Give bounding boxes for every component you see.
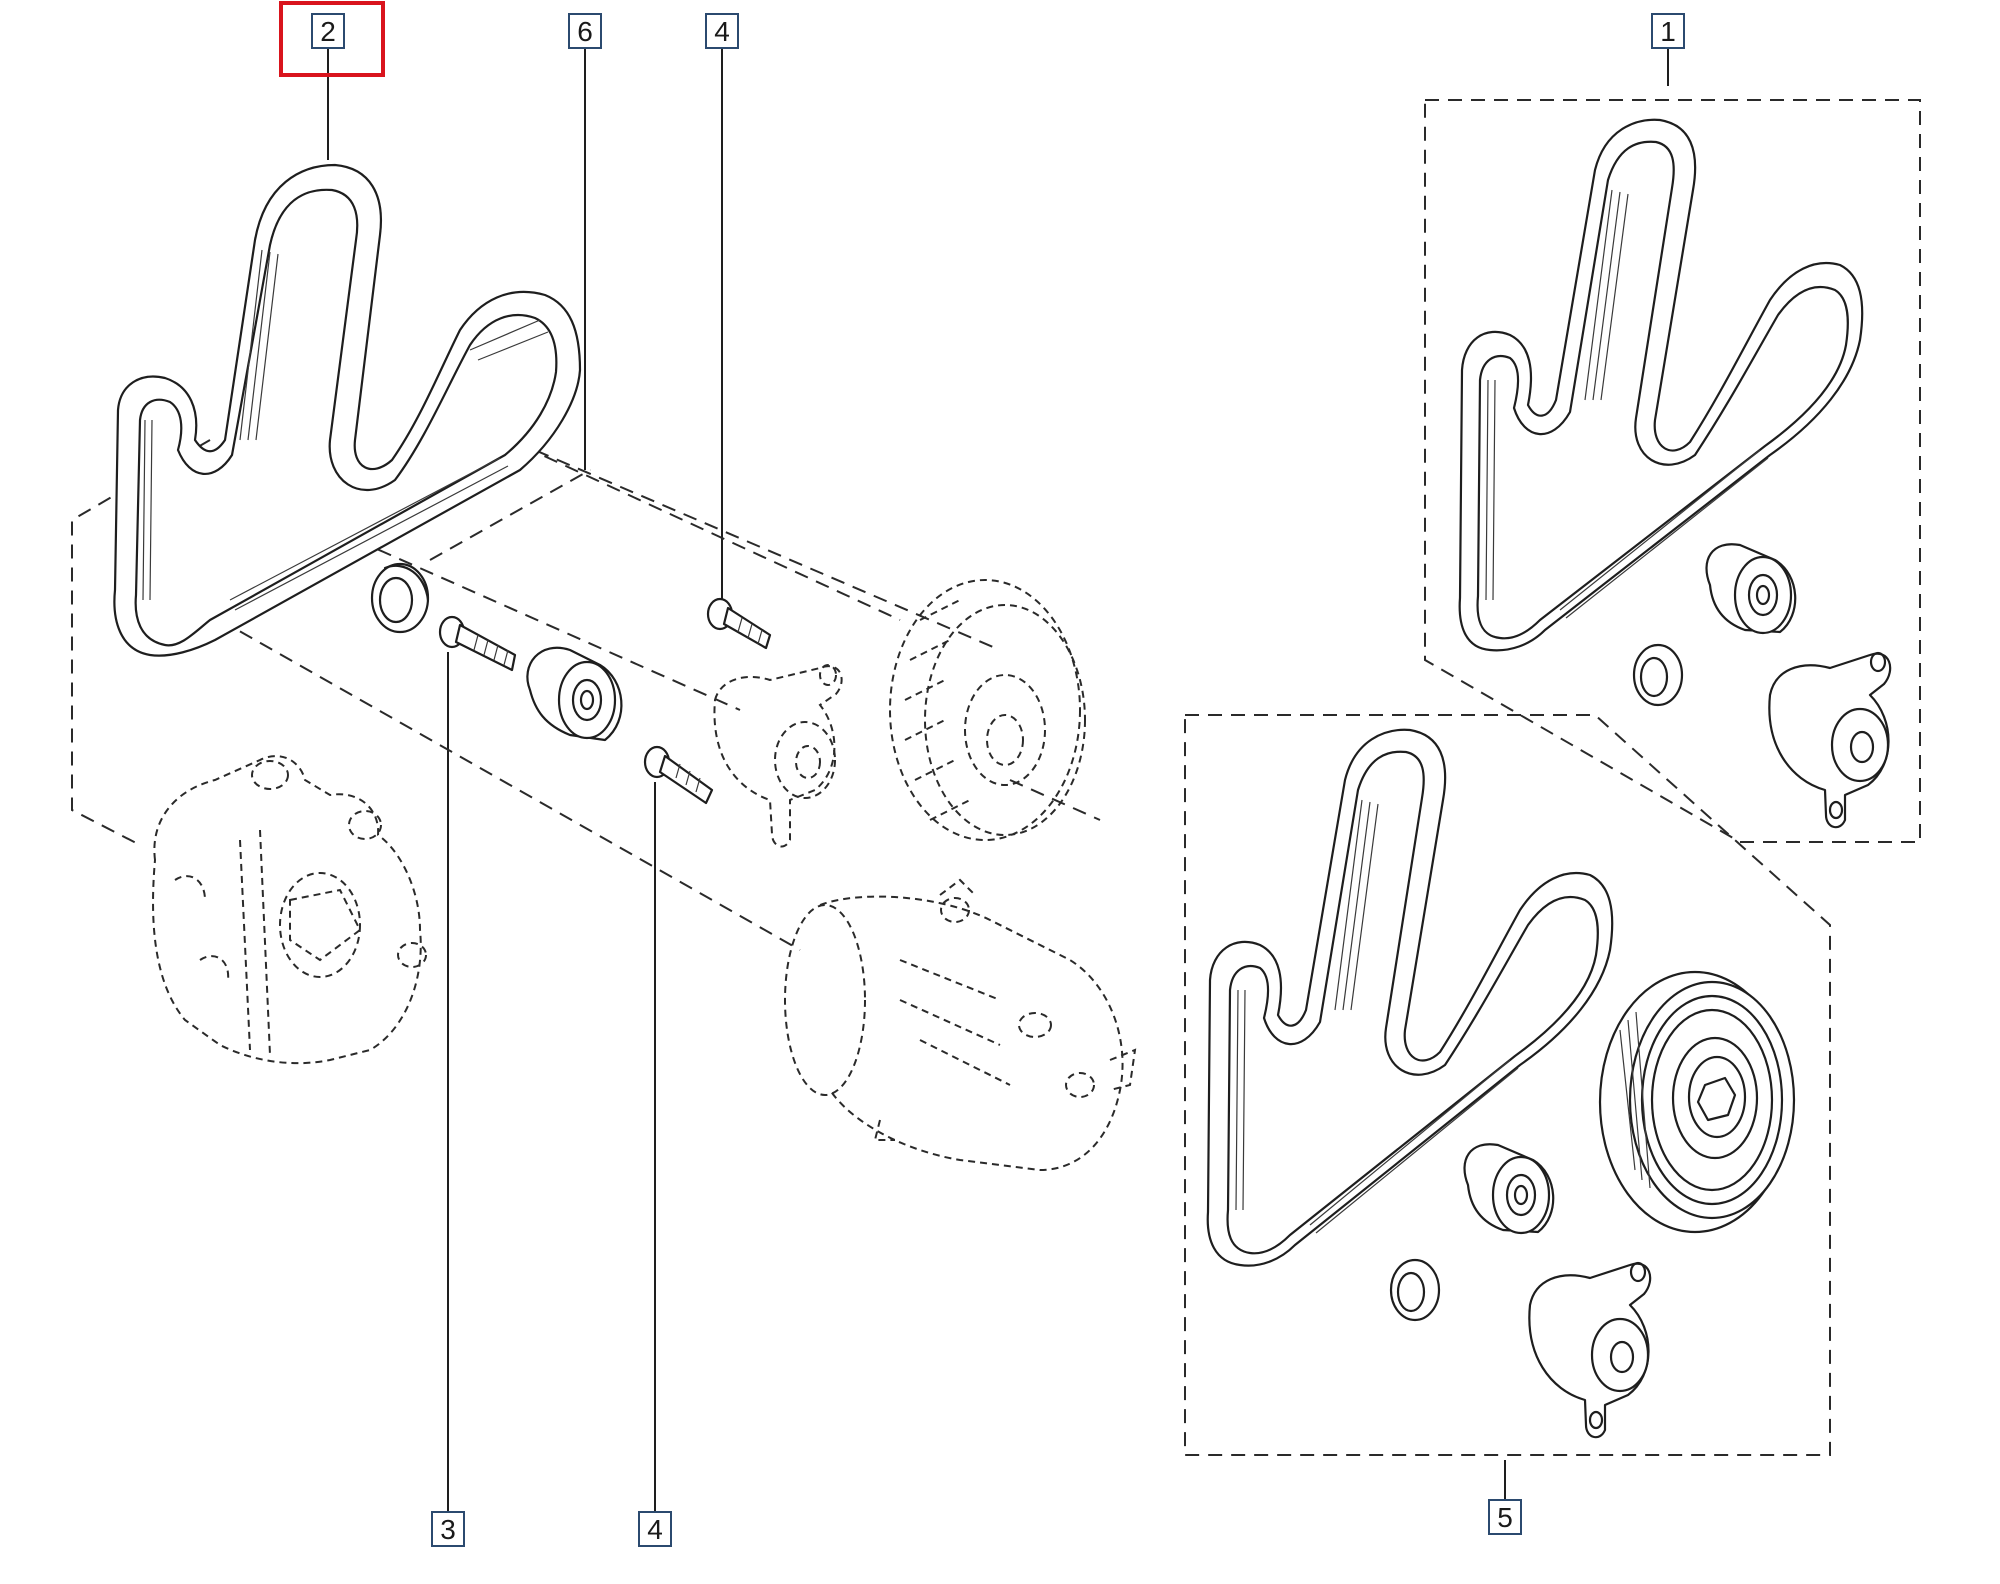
bolt-long	[438, 615, 517, 672]
callout-6-label: 6	[577, 16, 593, 47]
kit-1-seal-ring	[1632, 643, 1684, 707]
callout-2-label: 2	[320, 16, 336, 47]
kit-5-idler-pulley	[1463, 1143, 1555, 1235]
kit-5-tensioner	[1528, 1261, 1652, 1439]
tensioner	[713, 664, 843, 848]
kit-5-group	[1184, 714, 1831, 1456]
callout-4-top-label: 4	[714, 16, 730, 47]
serpentine-belt-main	[113, 163, 582, 657]
callout-labels: 2 6 4 1 3 4 5	[279, 1, 1685, 1547]
callout-6[interactable]: 6	[568, 13, 602, 49]
callout-4-top[interactable]: 4	[705, 13, 739, 49]
bolt-top	[706, 597, 772, 650]
callout-3-label: 3	[440, 1514, 456, 1545]
callout-5[interactable]: 5	[1488, 1499, 1522, 1535]
kit-1-belt	[1458, 118, 1864, 652]
kit-1-group	[1424, 99, 1921, 843]
callout-4-bottom[interactable]: 4	[638, 1511, 672, 1547]
callout-2-highlight-frame	[279, 1, 385, 77]
kit-1-tensioner	[1768, 651, 1892, 829]
kit-5-crankshaft-pulley	[1598, 970, 1796, 1234]
callout-1[interactable]: 1	[1651, 13, 1685, 49]
kit-5-belt	[1206, 728, 1614, 1267]
crankshaft-pulley	[889, 579, 1086, 841]
idler-pulley	[526, 646, 623, 742]
kit-5-seal-ring	[1389, 1258, 1441, 1322]
kit-5-dashed-outline	[1184, 714, 1831, 1456]
callout-4-bottom-label: 4	[647, 1514, 663, 1545]
callout-5-label: 5	[1497, 1502, 1513, 1533]
callout-1-label: 1	[1660, 16, 1676, 47]
kit-1-idler-pulley	[1705, 543, 1797, 635]
bolt-lower	[643, 745, 714, 805]
callout-3[interactable]: 3	[431, 1511, 465, 1547]
seal-ring	[370, 562, 430, 634]
alternator	[152, 755, 427, 1065]
leader-lines	[327, 48, 1669, 1512]
ac-compressor	[784, 878, 1137, 1172]
kit-1-dashed-outline	[1424, 99, 1921, 843]
main-assembly	[71, 163, 1137, 1172]
callout-2[interactable]: 2	[311, 13, 345, 49]
